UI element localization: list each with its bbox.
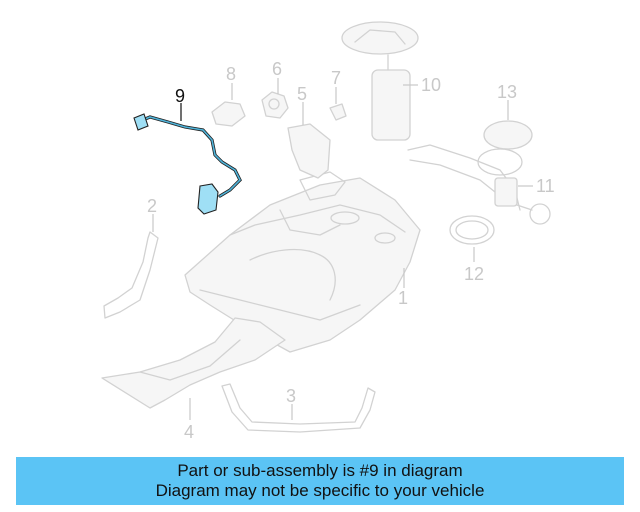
fuel-hose-part-highlighted <box>133 113 242 215</box>
heat-shield-part <box>101 317 286 409</box>
callout-6: 6 <box>272 59 282 79</box>
parts-diagram: 9 8 6 5 7 10 13 11 12 1 2 3 4 <box>101 21 555 442</box>
info-banner: Part or sub-assembly is #9 in diagram Di… <box>16 457 624 505</box>
filler-neck-part <box>287 123 331 179</box>
banner-line-part-number: Part or sub-assembly is #9 in diagram <box>177 461 463 480</box>
seal-ring-part <box>449 215 495 245</box>
callout-7: 7 <box>331 68 341 88</box>
callout-12: 12 <box>464 264 484 284</box>
callout-2: 2 <box>147 196 157 216</box>
callout-13: 13 <box>497 82 517 102</box>
callout-8: 8 <box>226 64 236 84</box>
callout-3: 3 <box>286 386 296 406</box>
level-sender-part <box>407 144 551 225</box>
callout-11: 11 <box>536 176 555 196</box>
fitting-part <box>329 103 347 121</box>
tank-strap-left-part <box>103 231 159 319</box>
fuel-tank-part <box>184 171 421 353</box>
banner-line-disclaimer: Diagram may not be specific to your vehi… <box>155 481 485 500</box>
callout-9: 9 <box>175 86 185 106</box>
callout-10: 10 <box>421 75 441 95</box>
valve-part <box>261 91 289 119</box>
callout-4: 4 <box>184 422 194 442</box>
cap-part <box>211 101 246 127</box>
tank-strap-bottom-part <box>221 383 376 433</box>
callout-5: 5 <box>297 84 307 104</box>
callout-1: 1 <box>398 288 408 308</box>
lock-ring-part <box>477 120 533 176</box>
fuel-pump-part <box>341 21 419 141</box>
